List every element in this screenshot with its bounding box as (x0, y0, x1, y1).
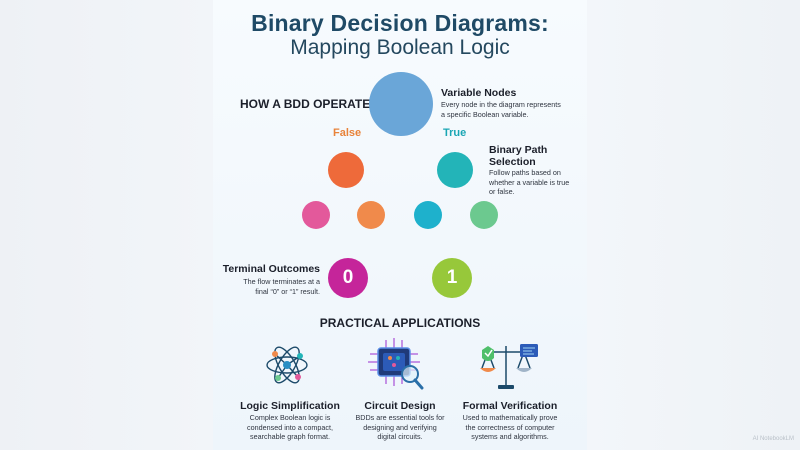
true-branch-node (437, 152, 473, 188)
circuit-design-desc: BDDs are essential tools for designing a… (355, 413, 445, 441)
terminal-one-node: 1 (432, 258, 472, 298)
applications-heading: PRACTICAL APPLICATIONS (319, 316, 481, 330)
page-subtitle: Mapping Boolean Logic (290, 36, 510, 59)
true-branch-label: True (443, 127, 467, 139)
left-backdrop (0, 0, 213, 450)
variable-nodes-title: Variable Nodes (441, 87, 517, 99)
leaf-node-2 (357, 201, 385, 229)
root-variable-node (369, 72, 433, 136)
false-branch-label: False (333, 127, 362, 139)
notebooklm-watermark: AI NotebookLM (752, 436, 794, 442)
operates-heading: HOW A BDD OPERATES (240, 97, 379, 111)
leaf-node-4 (470, 201, 498, 229)
binary-path-title: Binary Path Selection (489, 144, 548, 168)
terminal-outcomes-title: Terminal Outcomes (222, 263, 320, 275)
false-branch-node (328, 152, 364, 188)
logic-simplification-title: Logic Simplification (240, 400, 340, 412)
chip-magnifier-icon (364, 334, 430, 394)
variable-nodes-desc: Every node in the diagram represents a s… (441, 100, 561, 119)
terminal-outcomes-desc: The flow terminates at a final “0” or “1… (243, 277, 320, 296)
leaf-node-1 (302, 201, 330, 229)
circuit-design-title: Circuit Design (364, 400, 436, 412)
page-title: Binary Decision Diagrams: (251, 10, 549, 36)
atom-network-icon (264, 338, 310, 392)
binary-path-desc: Follow paths based on whether a variable… (489, 168, 570, 196)
formal-verification-desc: Used to mathematically prove the correct… (462, 413, 558, 441)
balance-scale-icon (476, 340, 542, 394)
logic-simplification-desc: Complex Boolean logic is condensed into … (247, 413, 333, 441)
terminal-zero-node: 0 (328, 258, 368, 298)
right-backdrop (587, 0, 800, 450)
formal-verification-title: Formal Verification (462, 400, 558, 412)
leaf-node-3 (414, 201, 442, 229)
